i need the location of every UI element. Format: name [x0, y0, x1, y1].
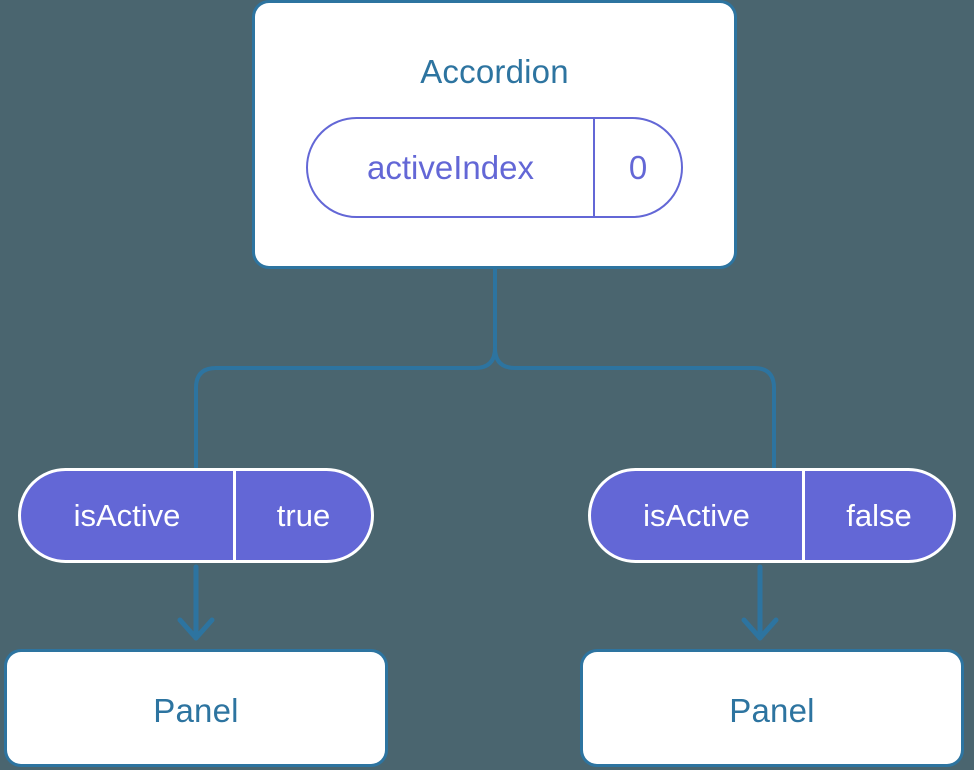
accordion-component-card[interactable]: Accordion activeIndex 0 — [255, 3, 734, 266]
arrow-right-head-icon — [741, 617, 779, 641]
panel-component-label-left: Panel — [153, 692, 239, 729]
prop-pill-is-active-true[interactable]: isActive true — [18, 468, 374, 563]
arrow-left-head-icon — [177, 617, 215, 641]
accordion-component-label: Accordion — [420, 53, 569, 90]
panel-component-card-left[interactable]: Panel — [7, 652, 385, 764]
prop-pill-active-index-value: 0 — [628, 148, 648, 186]
prop-pill-is-active-false-key: isActive — [591, 471, 805, 560]
prop-pill-is-active-true-key: isActive — [21, 471, 236, 560]
panel-component-card-right[interactable]: Panel — [583, 652, 961, 764]
connector-root-split — [194, 264, 497, 470]
prop-pill-is-active-true-value: true — [276, 497, 331, 533]
prop-pill-is-active-false-value: false — [846, 497, 912, 533]
panel-component-label-right: Panel — [729, 692, 815, 729]
connector-root-to-right — [493, 346, 776, 470]
prop-pill-active-index-key: activeIndex — [308, 119, 595, 216]
prop-pill-is-active-false[interactable]: isActive false — [588, 468, 956, 563]
prop-pill-active-index[interactable]: activeIndex 0 — [306, 117, 683, 218]
